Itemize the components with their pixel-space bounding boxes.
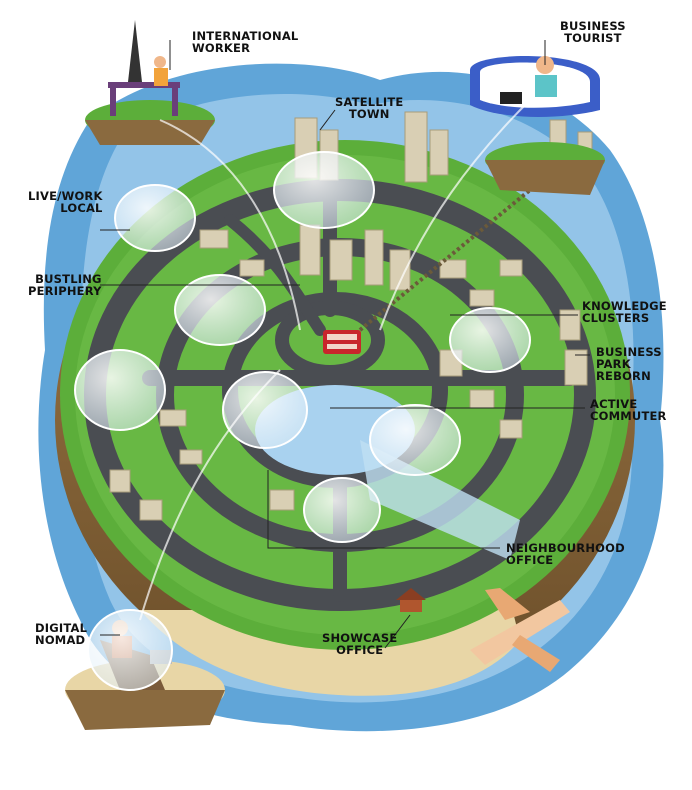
label-digital-nomad: DIGITAL NOMAD bbox=[35, 621, 88, 647]
label-neighbourhood-office: NEIGHBOURHOOD OFFICE bbox=[506, 541, 625, 567]
connection-arcs bbox=[139, 99, 531, 621]
label-knowledge-clusters: KNOWLEDGE CLUSTERS bbox=[582, 299, 667, 325]
red-bus-icon bbox=[323, 330, 361, 354]
label-international-worker: INTERNATIONAL WORKER bbox=[192, 29, 299, 55]
label-showcase-office: SHOWCASE OFFICE bbox=[322, 631, 398, 657]
scene-bubbles bbox=[74, 151, 531, 691]
label-bustling-periphery: BUSTLING PERIPHERY bbox=[28, 272, 102, 298]
label-satellite-town: SATELLITE TOWN bbox=[335, 95, 404, 121]
label-active-commuter: ACTIVE COMMUTER bbox=[590, 397, 667, 423]
label-live-work-local: LIVE/WORK LOCAL bbox=[28, 189, 103, 215]
label-business-tourist: BUSINESS TOURIST bbox=[560, 19, 626, 45]
airplane-icon bbox=[470, 588, 570, 672]
label-business-park-reborn: BUSINESS PARK REBORN bbox=[596, 345, 662, 383]
international-worker-island bbox=[85, 20, 215, 145]
leader-lines bbox=[100, 40, 590, 649]
business-tourist-island bbox=[470, 56, 605, 195]
showcase-office-hut bbox=[396, 588, 426, 612]
